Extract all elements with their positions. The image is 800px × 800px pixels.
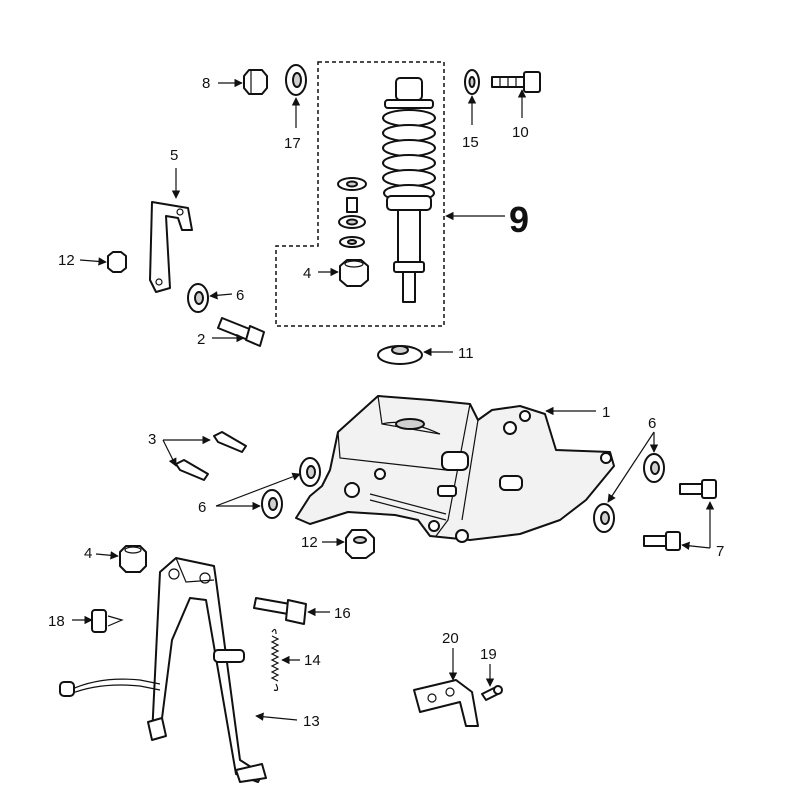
callout-14: 14 <box>304 652 321 669</box>
washer-17 <box>285 64 307 96</box>
rubber-bumper-11 <box>377 345 423 365</box>
callout-20: 20 <box>442 630 459 647</box>
spring-14 <box>270 628 280 691</box>
callout-19: 19 <box>480 646 497 663</box>
nut-8 <box>243 69 268 95</box>
callout-4-upper: 4 <box>303 265 311 282</box>
shock-group-dashed-outline <box>275 61 445 327</box>
washer-6-right-lower <box>593 503 615 533</box>
callout-15: 15 <box>462 134 479 151</box>
callout-7: 7 <box>716 543 724 560</box>
callout-5: 5 <box>170 147 178 164</box>
callout-4-lower: 4 <box>84 545 92 562</box>
shock-bush-stack <box>337 177 367 248</box>
callout-18: 18 <box>48 613 65 630</box>
washer-15 <box>464 69 480 95</box>
bolt-3-upper <box>213 431 247 453</box>
callout-6-left: 6 <box>198 499 206 516</box>
callout-12-lower: 12 <box>301 534 318 551</box>
callout-17: 17 <box>284 135 301 152</box>
screw-19 <box>481 685 503 701</box>
callout-6-right: 6 <box>648 415 656 432</box>
callout-16: 16 <box>334 605 351 622</box>
nut-upper <box>339 259 369 287</box>
nut-12-small <box>107 251 127 273</box>
callout-2: 2 <box>197 331 205 348</box>
nut-12-lower <box>345 529 375 559</box>
bolt-3-lower <box>175 459 209 481</box>
bolt-16 <box>253 597 307 625</box>
washer-6-left-lower <box>261 489 283 519</box>
shock-absorber-group <box>275 61 445 327</box>
callout-10: 10 <box>512 124 529 141</box>
engine-mount-frame <box>295 395 615 543</box>
callout-6-upper: 6 <box>236 287 244 304</box>
bolt-10 <box>491 71 541 93</box>
bolt-2 <box>217 317 265 347</box>
callout-12-upper: 12 <box>58 252 75 269</box>
bolt-7-upper <box>679 479 717 499</box>
callout-8: 8 <box>202 75 210 92</box>
center-stand-13 <box>59 557 267 783</box>
callout-13: 13 <box>303 713 320 730</box>
leader-lines <box>72 78 715 721</box>
callout-11: 11 <box>458 345 474 362</box>
washer-6-right-upper <box>643 453 665 483</box>
bolt-7-lower <box>643 531 681 551</box>
washer-6-left-upper <box>299 457 321 487</box>
bracket-5 <box>149 201 193 293</box>
washer-6-upper <box>187 283 209 313</box>
callout-9: 9 <box>509 199 529 240</box>
callout-3: 3 <box>148 431 156 448</box>
callout-labels: 8 17 15 10 5 9 12 4 6 2 11 1 3 6 6 7 12 … <box>48 75 724 730</box>
sensor-18 <box>91 609 124 633</box>
shock-absorber <box>382 77 436 303</box>
nut-4-lower <box>119 545 147 573</box>
bracket-20 <box>413 679 479 727</box>
callout-1: 1 <box>602 404 610 421</box>
